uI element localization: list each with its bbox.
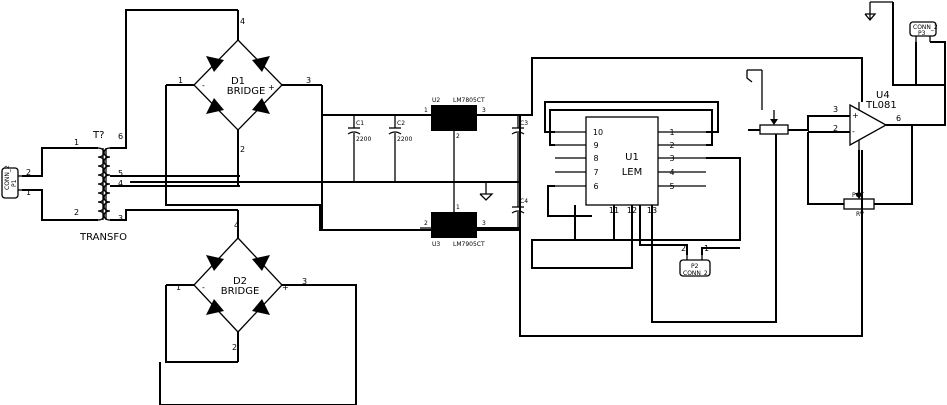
capacitor-c3-ref: C3: [520, 120, 528, 127]
transformer-pin: 2: [74, 208, 79, 217]
opamp-u4-pin: 2: [833, 124, 838, 133]
ic-u1: 10 9 8 7 6 1 2 3 4 5 11 12 13 U1 LEM: [555, 116, 706, 215]
bridge-d2-pin: 2: [232, 343, 237, 352]
regulator-u3-ref: U3: [432, 241, 440, 248]
connector-p1-pin: 1: [26, 188, 31, 197]
ic-u1-pin: 10: [593, 128, 603, 137]
opamp-u4-pin: 6: [896, 114, 901, 123]
bridge-d1-pin: 4: [240, 17, 245, 26]
opamp-u4: + - 3 2 6 U4 TL081: [833, 90, 901, 150]
regulator-u2-pin: 1: [424, 107, 428, 114]
capacitor-c4-ref: C4: [520, 198, 528, 205]
bridge-d1-pin: 3: [306, 76, 311, 85]
regulator-u3: U3 LM7905CT 2 3 1: [420, 182, 490, 248]
bridge-d1-pin: 1: [178, 76, 183, 85]
transformer-pin: 4: [118, 179, 123, 188]
connector-p1-value: CONN_2: [4, 165, 11, 190]
transformer-name: TRANSFO: [79, 232, 127, 243]
connector-p2-pin: 2: [681, 244, 686, 253]
capacitor-c2-value: 2200: [397, 136, 412, 143]
capacitor-c1-value: 2200: [356, 136, 371, 143]
bridge-d1-minus: -: [202, 81, 205, 90]
regulator-u2-pin: 2: [456, 133, 460, 140]
regulator-u2-ref: U2: [432, 97, 440, 104]
connector-p1: CONN_2 P1 2 1: [1, 165, 31, 199]
transformer-pin: 3: [118, 214, 123, 223]
wires: [22, 2, 946, 405]
connector-p1-ref: P1: [11, 179, 18, 187]
capacitor-c1-ref: C1: [356, 120, 364, 127]
transformer-pin: 5: [118, 169, 123, 178]
opamp-u4-plus: +: [852, 111, 859, 120]
connector-p3: CONN_2 P3: [909, 21, 938, 42]
ic-u1-pin: 3: [669, 154, 674, 163]
regulator-u2-value: LM7805CT: [453, 97, 485, 104]
potentiometer-rv2-value: RV: [856, 211, 865, 218]
bridge-d2-plus: +: [282, 283, 289, 292]
bridge-d2-pin: 3: [302, 277, 307, 286]
ic-u1-pin: 9: [593, 141, 598, 150]
capacitor-c4: C4: [511, 182, 528, 228]
transformer-pin: 1: [74, 138, 79, 147]
ic-u1-pin: 5: [669, 182, 674, 191]
opamp-u4-value: TL081: [865, 100, 897, 111]
ic-u1-pin: 8: [593, 154, 598, 163]
ground-symbol-pot: [746, 69, 763, 110]
opamp-u4-minus: -: [852, 127, 855, 136]
bridge-d1-plus: +: [268, 83, 275, 92]
ic-u1-value: LEM: [622, 167, 643, 178]
connector-p2-value: CONN_2: [683, 270, 708, 277]
transformer-pin: 6: [118, 132, 123, 141]
capacitor-c2-ref: C2: [397, 120, 405, 127]
bridge-d1-name: BRIDGE: [227, 86, 266, 97]
connector-p1-pin: 2: [26, 168, 31, 177]
regulator-u3-pin: 3: [482, 220, 486, 227]
bridge-d1: D1 BRIDGE 4 1 3 2 - +: [166, 10, 322, 160]
connector-p3-ref: P3: [918, 30, 926, 37]
ic-u1-pin: 1: [669, 128, 674, 137]
connector-p2-ref: P2: [691, 263, 699, 270]
transformer-t1: T? TRANSFO 1 2 4 5 6 3: [74, 130, 127, 243]
potentiometer-rv2: POT RV: [843, 192, 875, 218]
regulator-u2-pin: 3: [482, 107, 486, 114]
ic-u1-pin: 7: [593, 168, 598, 177]
regulator-u3-pin: 1: [456, 204, 460, 211]
capacitor-c3: C3: [511, 115, 528, 182]
ic-u1-ref: U1: [625, 152, 639, 163]
regulator-u3-value: LM7905CT: [453, 241, 485, 248]
potentiometer-rv1: [759, 110, 789, 135]
potentiometer-rv2-ref: POT: [852, 192, 864, 199]
ic-u1-pin: 6: [593, 182, 598, 191]
capacitor-c1: C1 2200: [347, 115, 371, 182]
ground-symbol-main: [479, 182, 494, 201]
ground-symbol-top: [864, 1, 893, 22]
opamp-u4-ref: U4: [876, 90, 890, 101]
bridge-d2-pin: 1: [176, 283, 181, 292]
transformer-ref: T?: [92, 130, 104, 141]
bridge-d2-ref: D2: [233, 276, 247, 287]
bridge-d1-ref: D1: [231, 76, 245, 87]
connector-p3-value: CONN_2: [913, 24, 938, 31]
regulator-u3-pin: 2: [424, 220, 428, 227]
bridge-d2-name: BRIDGE: [221, 286, 260, 297]
regulator-u2: U2 LM7805CT 1 3 2: [420, 97, 490, 182]
bridge-d2-minus: -: [202, 283, 205, 292]
ic-u1-pin: 2: [669, 141, 674, 150]
bridge-d1-pin: 2: [240, 145, 245, 154]
capacitor-c2: C2 2200: [388, 115, 412, 182]
opamp-u4-pin: 3: [833, 105, 838, 114]
ic-u1-pin: 4: [669, 168, 674, 177]
bridge-d2-pin: 4: [234, 221, 239, 230]
